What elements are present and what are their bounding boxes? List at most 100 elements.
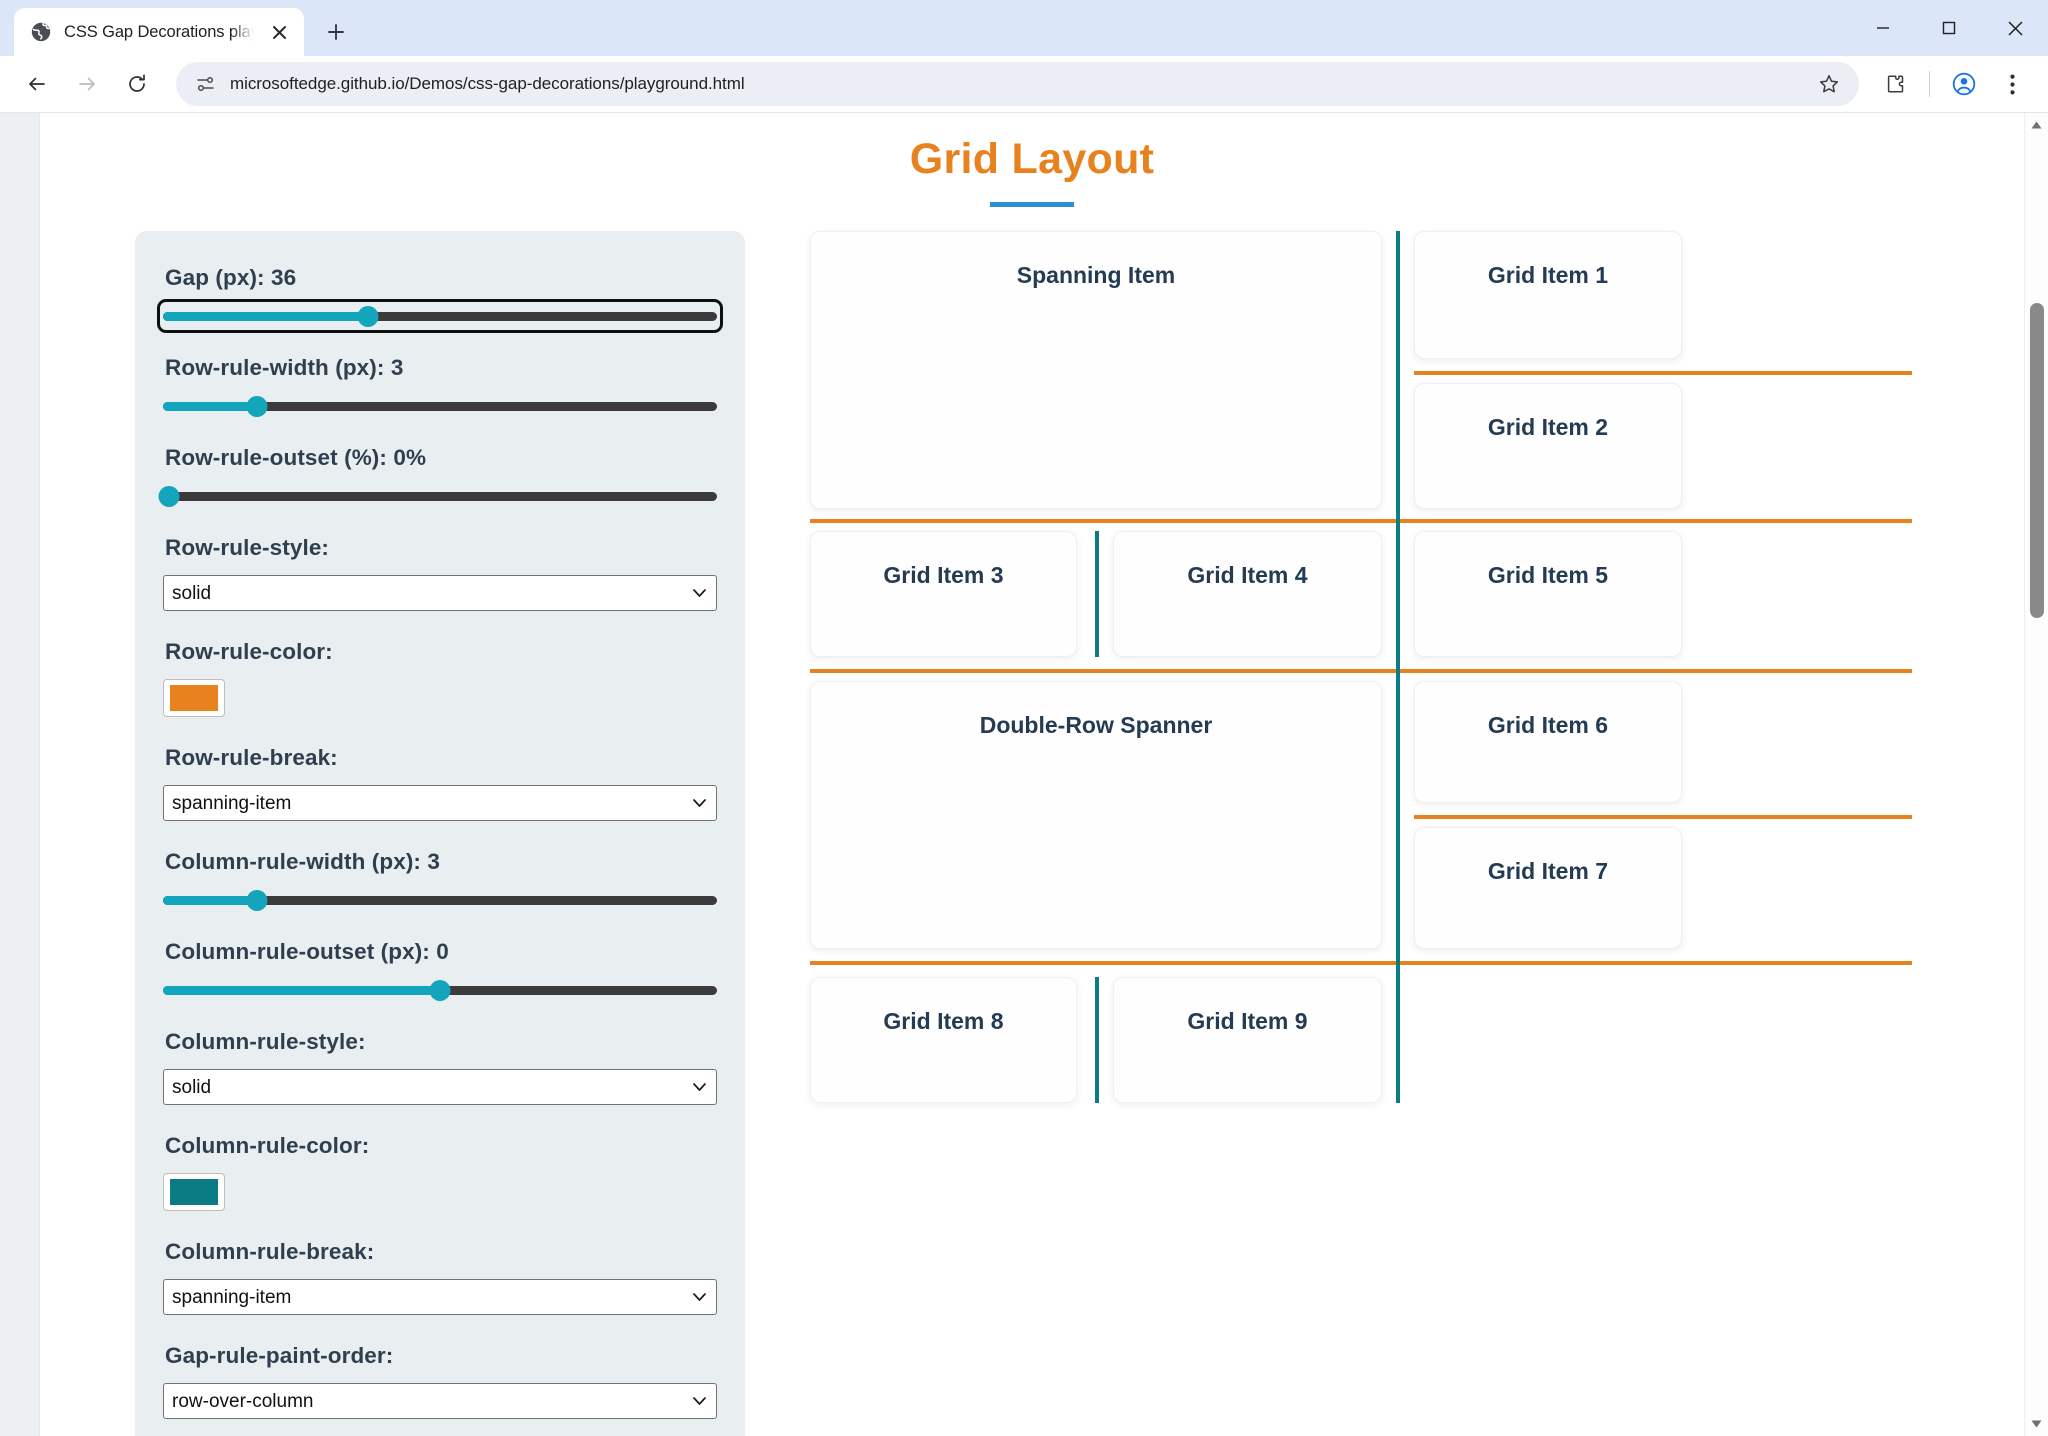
grid-item-7[interactable]: Grid Item 7: [1414, 827, 1682, 949]
window-controls: [1850, 0, 2048, 56]
double-row-spanner[interactable]: Double-Row Spanner: [810, 681, 1382, 949]
grid-item-9[interactable]: Grid Item 9: [1113, 977, 1382, 1103]
slider-thumb[interactable]: [246, 889, 268, 911]
minimize-button[interactable]: [1850, 0, 1916, 56]
grid-item-label: Grid Item 9: [1187, 1008, 1308, 1034]
grid-item-label: Spanning Item: [1016, 262, 1176, 288]
slider-column-rule-outset[interactable]: [163, 979, 717, 1001]
spanning-item[interactable]: Spanning Item: [810, 231, 1382, 509]
scroll-down-arrow[interactable]: [2025, 1412, 2048, 1436]
slider-thumb[interactable]: [246, 395, 268, 417]
control-group-row-rule-color: Row-rule-color:: [163, 639, 717, 717]
slider-track: [163, 311, 717, 321]
maximize-button[interactable]: [1916, 0, 1982, 56]
slider-gap[interactable]: [157, 299, 723, 333]
slider-thumb[interactable]: [357, 305, 379, 327]
slider-thumb[interactable]: [429, 979, 451, 1001]
control-group-column-rule-width: Column-rule-width (px): 3: [163, 849, 717, 911]
close-window-button[interactable]: [1982, 0, 2048, 56]
select-wrap-row-rule-style: nonesoliddasheddotteddoublegrooveridgein…: [163, 575, 717, 611]
slider-fill: [163, 895, 258, 905]
grid-item-1[interactable]: Grid Item 1: [1414, 231, 1682, 359]
reload-button[interactable]: [114, 61, 160, 107]
control-label-gap-rule-paint-order: Gap-rule-paint-order:: [165, 1343, 394, 1368]
control-group-column-rule-style: Column-rule-style: nonesoliddasheddottedd…: [163, 1029, 717, 1105]
control-group-gap: Gap (px): 36: [157, 265, 723, 333]
row-rule-1: [810, 519, 1912, 523]
row-rule-segment-item1-item2: [1414, 371, 1912, 375]
back-button[interactable]: [14, 61, 60, 107]
grid-item-2[interactable]: Grid Item 2: [1414, 383, 1682, 509]
control-group-row-rule-style: Row-rule-style:nonesoliddasheddotteddoub…: [163, 535, 717, 611]
slider-track: [163, 895, 717, 905]
address-bar[interactable]: microsoftedge.github.io/Demos/css-gap-de…: [176, 62, 1859, 106]
control-group-column-rule-break: Column-rule-break: nonespanning-iteminter…: [163, 1239, 717, 1315]
slider-fill: [163, 401, 258, 411]
grid-item-6[interactable]: Grid Item 6: [1414, 681, 1682, 803]
url-text[interactable]: microsoftedge.github.io/Demos/css-gap-de…: [230, 74, 745, 93]
select-column-rule-style[interactable]: nonesoliddasheddotteddoublegrooveridgein…: [163, 1069, 717, 1105]
title-underline: [990, 202, 1074, 207]
select-wrap-column-rule-style: nonesoliddasheddotteddoublegrooveridgein…: [163, 1069, 717, 1105]
select-wrap-gap-rule-paint-order: row-over-columncolumn-over-row: [163, 1383, 717, 1419]
profile-icon[interactable]: [1942, 62, 1986, 106]
slider-row-rule-outset[interactable]: [158, 485, 717, 507]
extensions-icon[interactable]: [1873, 62, 1917, 106]
web-page: Grid Layout Gap (px): 36 Row-rule-width (…: [40, 113, 2048, 1436]
slider-thumb[interactable]: [158, 485, 180, 507]
row-rule-2: [810, 669, 1912, 673]
grid-item-8[interactable]: Grid Item 8: [810, 977, 1077, 1103]
column-rule-main: [1396, 231, 1400, 1103]
browser-tab[interactable]: CSS Gap Decorations playgroun: [14, 8, 304, 56]
column-rule-segment-item3-item4: [1095, 531, 1099, 657]
page-viewport: Grid Layout Gap (px): 36 Row-rule-width (…: [0, 112, 2048, 1436]
scroll-up-arrow[interactable]: [2025, 113, 2048, 137]
slider-fill: [163, 311, 368, 321]
control-group-column-rule-outset: Column-rule-outset (px): 0: [163, 939, 717, 1001]
scrollbar-thumb[interactable]: [2030, 303, 2044, 618]
slider-row-rule-width[interactable]: [163, 395, 717, 417]
grid-item-label: Double-Row Spanner: [979, 712, 1213, 738]
grid-item-label: Grid Item 6: [1487, 712, 1609, 738]
row-rule-3: [810, 961, 1912, 965]
control-label-gap: Gap (px): 36: [165, 265, 297, 290]
grid-demo: Spanning Item Grid Item 1 Grid Item 2 Gr…: [810, 231, 1912, 1103]
slider-fill: [163, 985, 440, 995]
page-scrollbar[interactable]: [2024, 113, 2048, 1436]
control-label-column-rule-break: Column-rule-break:: [165, 1239, 375, 1264]
select-column-rule-break[interactable]: nonespanning-itemintersection: [163, 1279, 717, 1315]
more-menu-icon[interactable]: [1990, 62, 2034, 106]
grid-item-4[interactable]: Grid Item 4: [1113, 531, 1382, 657]
grid-item-3[interactable]: Grid Item 3: [810, 531, 1077, 657]
slider-track: [163, 401, 717, 411]
toolbar-divider: [1929, 71, 1930, 97]
control-group-row-rule-outset: Row-rule-outset (%): 0%: [158, 445, 717, 507]
globe-icon: [30, 21, 52, 43]
bookmark-star-icon[interactable]: [1807, 62, 1851, 106]
browser-toolbar: microsoftedge.github.io/Demos/css-gap-de…: [0, 56, 2048, 112]
color-picker-column-rule-color[interactable]: [163, 1173, 225, 1211]
color-swatch-fill: [170, 685, 218, 711]
site-info-icon[interactable]: [190, 69, 220, 99]
tab-title: CSS Gap Decorations playgroun: [64, 22, 254, 41]
select-row-rule-break[interactable]: nonespanning-itemintersection: [163, 785, 717, 821]
new-tab-button[interactable]: [314, 10, 358, 54]
select-gap-rule-paint-order[interactable]: row-over-columncolumn-over-row: [163, 1383, 717, 1419]
page-title: Grid Layout: [909, 135, 1155, 183]
close-tab-icon[interactable]: [266, 19, 292, 45]
slider-column-rule-width[interactable]: [163, 889, 717, 911]
select-wrap-column-rule-break: nonespanning-itemintersection: [163, 1279, 717, 1315]
select-row-rule-style[interactable]: nonesoliddasheddotteddoublegrooveridgein…: [163, 575, 717, 611]
control-label-column-rule-style: Column-rule-style:: [165, 1029, 366, 1054]
grid-item-label: Grid Item 1: [1487, 262, 1609, 288]
slider-track: [163, 491, 717, 501]
row-rule-segment-item6-item7: [1414, 815, 1912, 819]
forward-button[interactable]: [64, 61, 110, 107]
control-label-column-rule-color: Column-rule-color:: [165, 1133, 370, 1158]
grid-item-5[interactable]: Grid Item 5: [1414, 531, 1682, 657]
grid-item-label: Grid Item 5: [1487, 562, 1609, 588]
control-group-row-rule-width: Row-rule-width (px): 3: [163, 355, 717, 417]
control-label-row-rule-break: Row-rule-break:: [165, 745, 338, 770]
color-picker-row-rule-color[interactable]: [163, 679, 225, 717]
